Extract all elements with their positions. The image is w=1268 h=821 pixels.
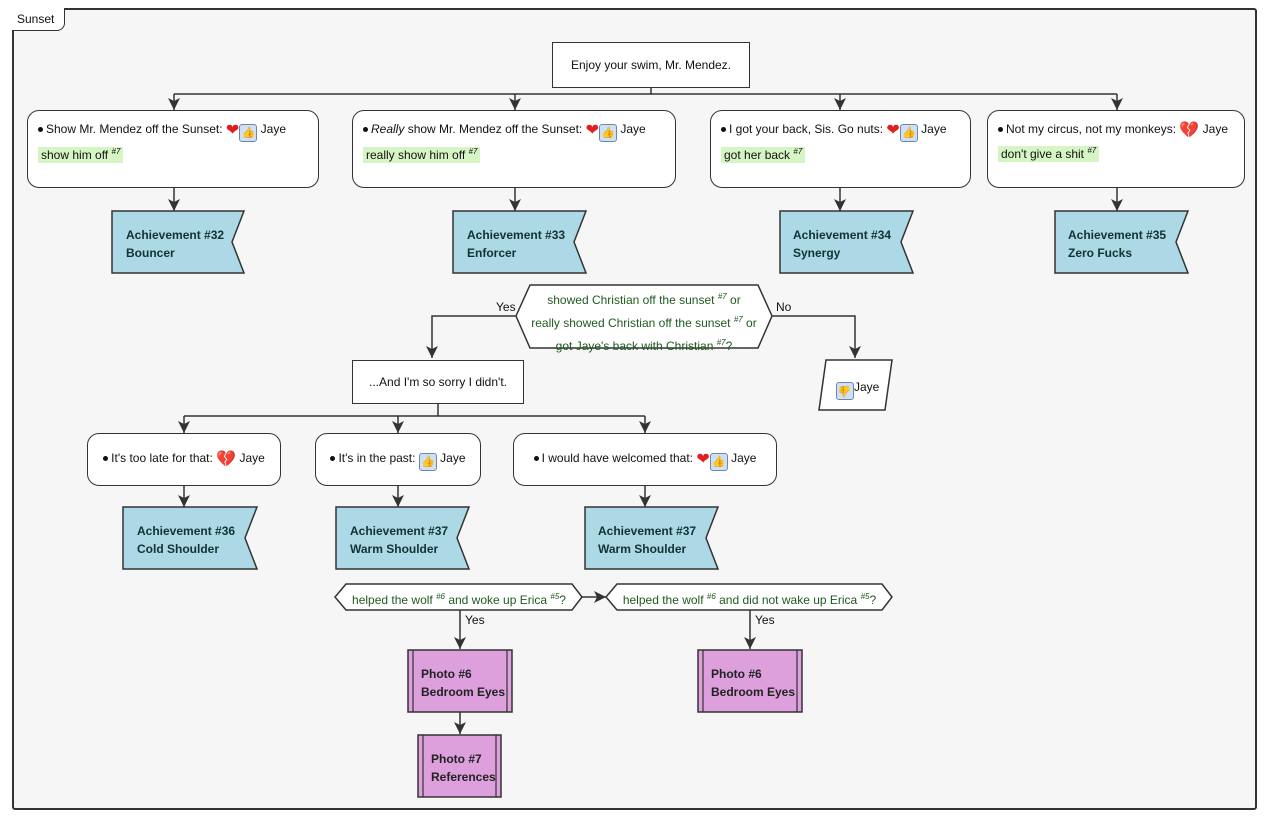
heart-icon: ❤ bbox=[585, 122, 599, 139]
heart-icon: ❤ bbox=[696, 451, 710, 468]
bullet-icon bbox=[721, 127, 726, 133]
achievement-ribbon bbox=[111, 210, 246, 274]
yes-label: Yes bbox=[755, 613, 775, 627]
yes-label: Yes bbox=[496, 300, 516, 314]
choice-text: It's in the past: bbox=[338, 451, 416, 465]
bullet-icon bbox=[533, 456, 539, 462]
photo-box bbox=[417, 734, 502, 798]
choice-text: Show Mr. Mendez off the Sunset: bbox=[46, 122, 223, 136]
bullet-icon bbox=[363, 127, 368, 133]
thumbs-up-icon: 👍 bbox=[418, 453, 437, 471]
achievement-ribbon bbox=[122, 506, 259, 570]
middle-message: ...And I'm so sorry I didn't. bbox=[352, 360, 524, 404]
decision-shape bbox=[334, 583, 583, 611]
achievement-shapes bbox=[111, 210, 1190, 570]
choice-box: Show Mr. Mendez off the Sunset: ❤👍 Jaye … bbox=[27, 110, 319, 188]
flag-label: got her back #7 bbox=[721, 147, 806, 163]
choice-text: It's too late for that: bbox=[111, 451, 213, 465]
broken-heart-icon: 💔 bbox=[216, 451, 237, 468]
frame-title: Sunset bbox=[12, 8, 66, 31]
choice-text: I got your back, Sis. Go nuts: bbox=[729, 122, 884, 136]
photo-box bbox=[697, 649, 803, 713]
decision-shape bbox=[605, 583, 893, 611]
choice-who: Jaye bbox=[620, 122, 646, 136]
decision-label: helped the wolf #6 and woke up Erica #5? bbox=[352, 592, 566, 607]
choice-who: Jaye bbox=[239, 451, 265, 465]
achievement-ribbon bbox=[584, 506, 720, 570]
choice-box: Really show Mr. Mendez off the Sunset: ❤… bbox=[352, 110, 676, 188]
photo-shapes bbox=[407, 649, 803, 798]
bullet-icon bbox=[103, 456, 109, 462]
decision-label: helped the wolf #6 and did not wake up E… bbox=[622, 592, 877, 607]
choice-box: Not my circus, not my monkeys: 💔 Jaye do… bbox=[987, 110, 1245, 188]
choice-box: It's in the past: 👍 Jaye bbox=[315, 433, 481, 486]
choice-text: show Mr. Mendez off the Sunset: bbox=[404, 122, 583, 136]
achievement-ribbon bbox=[779, 210, 915, 274]
bullet-icon bbox=[330, 456, 336, 462]
broken-heart-icon: 💔 bbox=[1179, 122, 1200, 139]
choice-box: I would have welcomed that: ❤👍 Jaye bbox=[513, 433, 777, 486]
thumbs-up-icon: 👍 bbox=[598, 124, 617, 142]
thumbs-up-icon: 👍 bbox=[239, 124, 258, 142]
choice-who: Jaye bbox=[440, 451, 466, 465]
achievement-ribbon bbox=[1054, 210, 1190, 274]
choice-who: Jaye bbox=[731, 451, 757, 465]
no-label: No bbox=[776, 300, 792, 314]
choice-text: Not my circus, not my monkeys: bbox=[1006, 122, 1177, 136]
thumbs-up-icon: 👍 bbox=[709, 453, 728, 471]
choice-box: I got your back, Sis. Go nuts: ❤👍 Jaye g… bbox=[710, 110, 971, 188]
achievement-ribbon bbox=[335, 506, 471, 570]
top-message-text: Enjoy your swim, Mr. Mendez. bbox=[570, 58, 732, 72]
choice-text: I would have welcomed that: bbox=[541, 451, 693, 465]
choice-who: Jaye bbox=[1202, 122, 1229, 136]
yes-label: Yes bbox=[465, 613, 485, 627]
choice-who: Jaye bbox=[921, 122, 947, 136]
decision-shape bbox=[515, 284, 773, 349]
decision-label: showed Christian off the sunset #7 or re… bbox=[531, 292, 757, 353]
photo-box bbox=[407, 649, 513, 713]
bullet-icon bbox=[38, 127, 43, 133]
bullet-icon bbox=[998, 127, 1003, 133]
flag-label: really show him off #7 bbox=[363, 147, 481, 163]
middle-message-text: ...And I'm so sorry I didn't. bbox=[369, 375, 507, 389]
choice-who: Jaye bbox=[260, 122, 286, 136]
flag-label: don't give a shit #7 bbox=[998, 146, 1100, 162]
choice-box: It's too late for that: 💔 Jaye bbox=[87, 433, 281, 486]
top-message: Enjoy your swim, Mr. Mendez. bbox=[552, 42, 750, 88]
flag-label: show him off #7 bbox=[38, 147, 124, 163]
thumbs-up-icon: 👍 bbox=[899, 124, 918, 142]
heart-icon: ❤ bbox=[886, 122, 900, 139]
no-result: 👍Jaye bbox=[836, 380, 879, 400]
heart-icon: ❤ bbox=[225, 122, 240, 139]
choice-emphasis: Really bbox=[371, 122, 405, 136]
achievement-ribbon bbox=[452, 210, 588, 274]
note-who: Jaye bbox=[854, 380, 880, 394]
thumbs-down-icon: 👍 bbox=[836, 382, 854, 400]
